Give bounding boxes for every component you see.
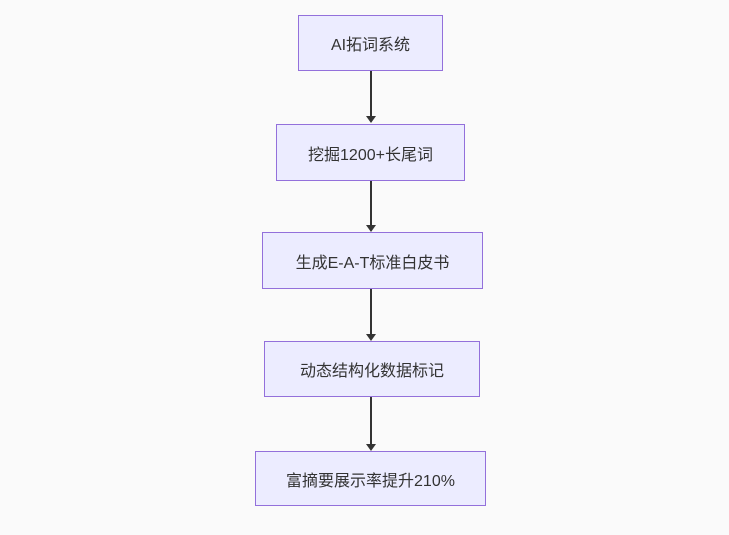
flowchart-node-5: 富摘要展示率提升210% bbox=[255, 451, 486, 506]
node-label: 动态结构化数据标记 bbox=[299, 363, 444, 380]
node-label: 挖掘1200+长尾词 bbox=[308, 146, 433, 164]
flowchart-node-4: 动态结构化数据标记 bbox=[264, 341, 480, 397]
edge-line bbox=[370, 289, 372, 334]
flowchart-node-2: 挖掘1200+长尾词 bbox=[276, 124, 465, 181]
edge-c-d bbox=[366, 289, 376, 341]
node-label: AI拓词系统 bbox=[330, 37, 411, 54]
arrowhead-down-icon bbox=[366, 334, 376, 341]
node-label: 生成E-A-T标准白皮书 bbox=[295, 254, 450, 272]
edge-line bbox=[370, 71, 372, 116]
edge-line bbox=[370, 397, 372, 444]
arrowhead-down-icon bbox=[366, 444, 376, 451]
arrowhead-down-icon bbox=[366, 116, 376, 123]
node-label: 富摘要展示率提升210% bbox=[286, 472, 455, 490]
flowchart-node-1: AI拓词系统 bbox=[298, 15, 443, 71]
edge-a-b bbox=[366, 71, 376, 123]
flowchart-node-3: 生成E-A-T标准白皮书 bbox=[262, 232, 483, 289]
edge-d-e bbox=[366, 397, 376, 451]
arrowhead-down-icon bbox=[366, 225, 376, 232]
edge-line bbox=[370, 181, 372, 225]
edge-b-c bbox=[366, 181, 376, 232]
